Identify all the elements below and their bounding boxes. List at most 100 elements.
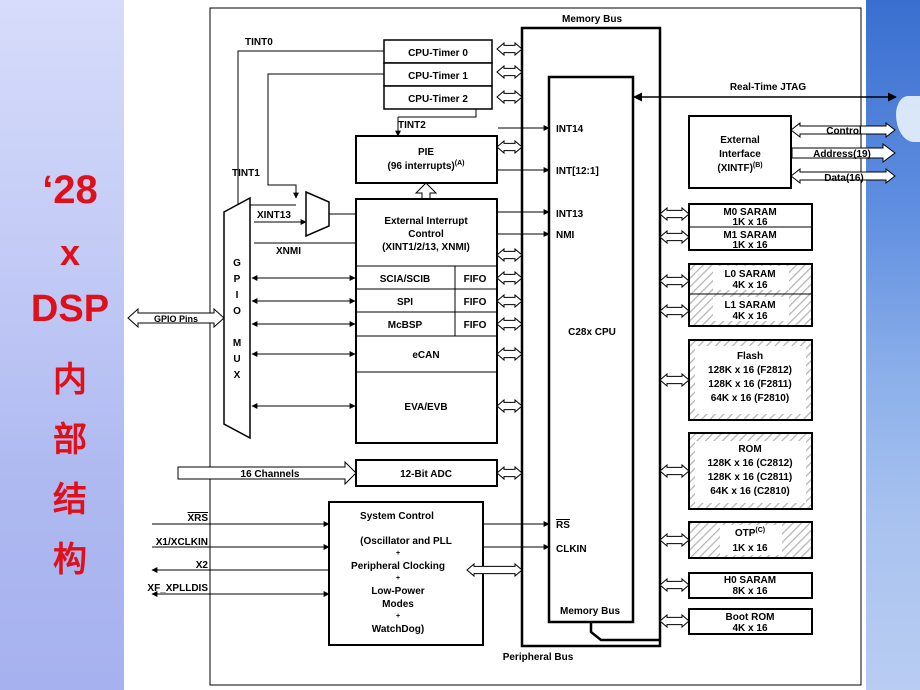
ext-if-line2: Interface (719, 149, 761, 160)
channels-label: 16 Channels (241, 469, 300, 480)
bus-arrow-h0 (659, 577, 690, 593)
side-title-char-2: 部 (53, 421, 87, 459)
bus-arrow-timer0 (496, 41, 523, 57)
memory-bus-inner-label: Memory Bus (560, 606, 620, 617)
rom-size-2: 128K x 16 (C2811) (708, 472, 793, 483)
cpu-timer-1-label: CPU-Timer 1 (408, 71, 468, 82)
address-bus-arrow (791, 143, 896, 163)
gpio-mux-letter-i: I (236, 290, 239, 301)
data-bus-arrow (790, 167, 896, 185)
bus-arrow-flash (659, 372, 690, 388)
l0-name: L0 SARAM (724, 269, 775, 280)
gpio-mux-letter-o: O (233, 306, 241, 317)
l1-text-bg (713, 297, 789, 321)
tint2-label: TINT2 (398, 120, 426, 131)
bus-arrow-scia (496, 270, 523, 286)
cpu-label: C28x CPU (568, 327, 616, 338)
tint1-wire (267, 73, 384, 199)
address-bus-label: Address(19) (813, 149, 871, 160)
ext-if-note-mark: (B) (753, 162, 763, 169)
side-title-dsp: DSP (30, 288, 110, 330)
rom-text-bg (695, 441, 806, 503)
side-title-char-4: 构 (53, 541, 87, 579)
h0-name: H0 SARAM (724, 575, 776, 586)
ext-interface-box (688, 115, 792, 189)
ecan-label: eCAN (412, 350, 439, 361)
bus-arrow-timer2 (496, 89, 523, 105)
cpu-timer-0-label: CPU-Timer 0 (408, 48, 468, 59)
tint2-wire (398, 109, 477, 118)
cpu-timer-2-box (383, 85, 493, 110)
flash-size-2: 128K x 16 (F2811) (708, 379, 791, 390)
gpio-mux-letter-m: M (233, 338, 241, 349)
left-title-panel (0, 0, 124, 690)
cpu-timer-2-label: CPU-Timer 2 (408, 94, 468, 105)
ext-if-line3: (XINTF)(B) (717, 162, 762, 174)
bus-arrow-sysctl (466, 562, 523, 578)
bus-arrow-m1 (659, 229, 690, 245)
xnmi-label: XNMI (276, 246, 301, 257)
cpu-rs-label: RS (556, 520, 570, 531)
sysctl-line-5: + (396, 575, 400, 582)
cpu-int13-label: INT13 (556, 209, 584, 220)
peripheral-stack (355, 198, 498, 444)
h0-size: 8K x 16 (732, 586, 767, 597)
fifo-scia-label: FIFO (464, 274, 487, 285)
ext-int-line3: (XINT1/2/13, XNMI) (382, 242, 470, 253)
bus-arrow-adc (496, 465, 523, 481)
tint0-label: TINT0 (245, 37, 273, 48)
fifo-mcbsp-label: FIFO (464, 320, 487, 331)
bus-arrow-l1 (659, 303, 690, 319)
cpu-nmi-label: NMI (556, 230, 575, 241)
sysctl-line-3: + (396, 550, 400, 557)
fifo-spi-label: FIFO (464, 297, 487, 308)
chip-outline (209, 7, 862, 686)
side-title-char-3: 结 (53, 481, 87, 519)
ext-if-line1: External (720, 135, 760, 146)
flash-size-1: 128K x 16 (F2812) (708, 365, 792, 376)
sysctl-line-4: Peripheral Clocking (351, 561, 445, 572)
otp-name: OTP(C) (735, 527, 765, 539)
side-title-char-1: 内 (53, 361, 87, 399)
cpu-clkin-label: CLKIN (556, 544, 587, 555)
m0-name: M0 SARAM (723, 207, 776, 218)
eva-label: EVA/EVB (404, 402, 447, 413)
sysctl-line-1: System Control (360, 511, 434, 522)
side-title-28: ‘28 (42, 168, 98, 212)
cpu-int12-label: INT[12:1] (556, 166, 599, 177)
flash-text-bg (695, 346, 806, 414)
rom-size-1: 128K x 16 (C2812) (707, 458, 792, 469)
gpio-peripheral-links (251, 275, 356, 409)
gpio-mux-letter-x: X (234, 370, 241, 381)
pie-subtitle: (96 interrupts)(A) (388, 160, 465, 172)
jtag-label: Real-Time JTAG (730, 82, 807, 93)
bus-arrow-otp (659, 532, 690, 548)
otp-size: 1K x 16 (732, 543, 767, 554)
side-title-x: x (59, 232, 81, 273)
memory-bus-top-label: Memory Bus (562, 14, 622, 25)
otp-text-bg (720, 525, 782, 555)
mcbsp-label: McBSP (388, 320, 423, 331)
gpio-mux (223, 196, 251, 440)
control-bus-arrow (790, 121, 896, 139)
memory-bus-frame (520, 26, 662, 648)
bus-arrow-ext-int (496, 247, 523, 263)
sysctl-line-2: (Oscillator and PLL (360, 536, 452, 547)
rom-name: ROM (738, 444, 761, 455)
ext-int-line2: Control (408, 229, 444, 240)
tint1-label: TINT1 (232, 168, 260, 179)
m1-size: 1K x 16 (732, 240, 767, 251)
control-bus-label: Control (826, 126, 862, 137)
l1-name: L1 SARAM (724, 300, 775, 311)
otp-note-mark: (C) (755, 527, 765, 534)
h0-box (688, 572, 813, 599)
sysctl-line-6: Low-Power (371, 586, 424, 597)
bus-arrow-ecan (496, 346, 523, 362)
bus-arrow-timer1 (496, 64, 523, 80)
boot-rom-size: 4K x 16 (732, 623, 767, 634)
bus-arrow-mcbsp (496, 316, 523, 332)
x2-label: X2 (196, 560, 209, 571)
pie-up-arrow (414, 182, 438, 201)
peripheral-bus-label: Peripheral Bus (503, 652, 574, 663)
bus-arrow-eva (496, 398, 523, 414)
